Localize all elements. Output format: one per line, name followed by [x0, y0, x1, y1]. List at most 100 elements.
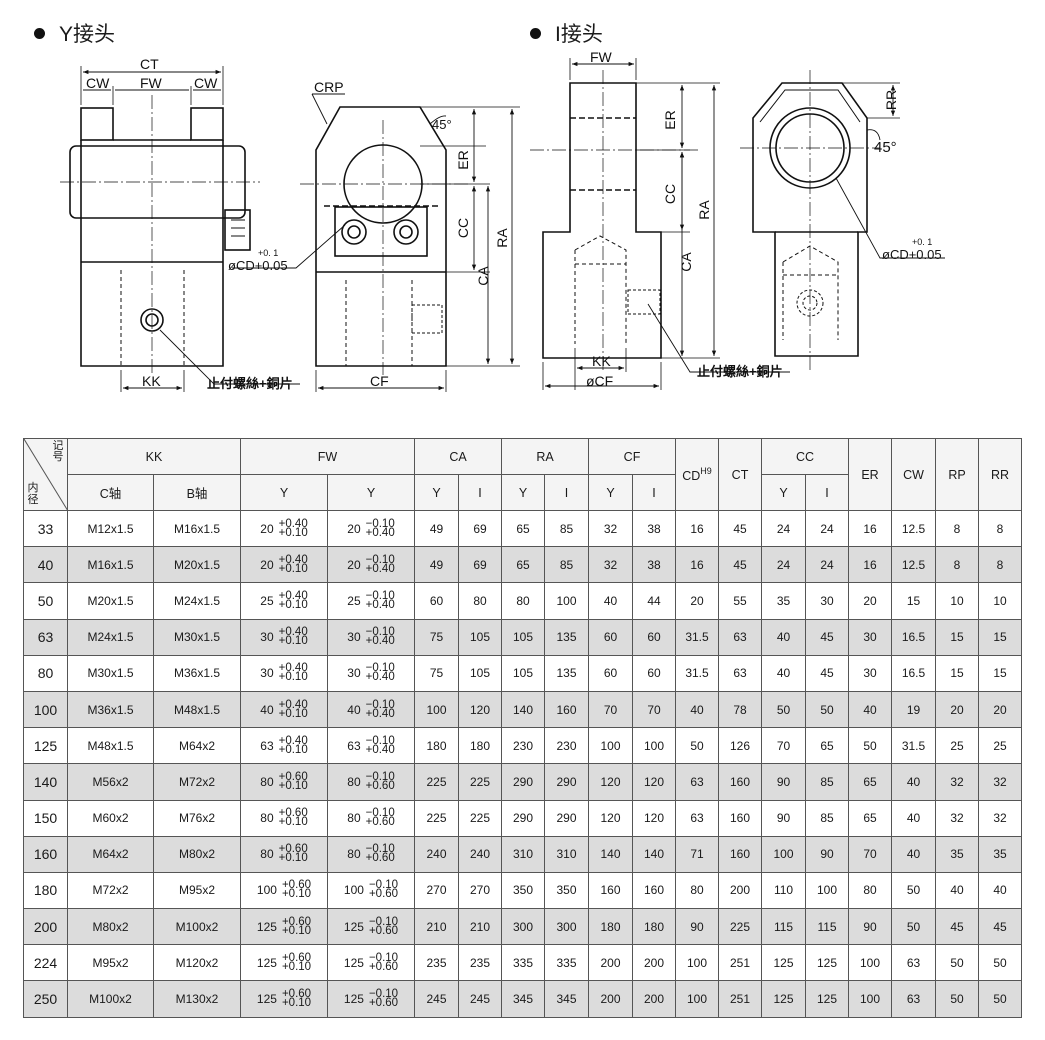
cell-cf-y: 160 [588, 871, 633, 910]
cell-ra-y: 290 [501, 799, 545, 837]
cell-rr: 8 [978, 509, 1023, 548]
cell-ra-i: 230 [544, 727, 589, 765]
cell-ca-i: 210 [458, 908, 502, 946]
upper-tolerance: −0.10 [368, 988, 399, 1001]
cell-ct: 225 [718, 908, 763, 946]
cell-ra-y: 105 [501, 654, 545, 692]
label-ra-i: RA [696, 200, 712, 220]
lower-tolerance: +0.60 [365, 779, 395, 792]
label-cc-i: CC [662, 184, 678, 204]
cell-cf-y: 100 [588, 727, 633, 765]
cell-cf-y: 40 [588, 582, 633, 620]
cell-kk-b: M30x1.5 [153, 618, 241, 656]
cell-fw2-tolerance: 125−0.10+0.60 [327, 980, 415, 1018]
cell-bore: 33 [23, 509, 68, 548]
upper-tolerance: +0.60 [281, 879, 312, 892]
upper-tolerance: −0.10 [365, 553, 395, 566]
cell-cf-i: 60 [631, 654, 677, 692]
cell-rr: 40 [978, 871, 1023, 910]
upper-tolerance: +0.40 [278, 698, 308, 711]
cell-bore: 63 [23, 618, 68, 656]
lower-tolerance: +0.60 [368, 960, 399, 973]
header-cd: CDH9 [675, 438, 720, 511]
cell-rr: 20 [978, 690, 1023, 729]
label-screw-note-y: 止付螺絲+銅片 [207, 376, 293, 391]
header-rr: RR [978, 438, 1023, 511]
cell-cf-i: 38 [631, 509, 677, 548]
cell-cw: 40 [891, 763, 937, 801]
nominal-value: 63 [347, 738, 361, 753]
cell-cf-y: 60 [588, 618, 633, 656]
cell-ct: 55 [718, 582, 763, 620]
cell-cf-y: 60 [588, 654, 633, 692]
cell-fw2-tolerance: 80−0.10+0.60 [327, 799, 415, 837]
cell-cc-i: 24 [805, 509, 850, 548]
table-header-row-1: 记号 内径 KK FW CA RA CF CDH9 CT CC ER CW RP… [23, 438, 1023, 511]
nominal-value: 20 [260, 521, 274, 536]
cell-ra-y: 350 [501, 871, 545, 910]
cell-cc-i: 24 [805, 546, 850, 584]
cell-cc-y: 24 [761, 546, 807, 584]
cell-bore: 40 [23, 546, 68, 584]
corner-header-top: 记号 [52, 440, 64, 463]
y-joint-title: Y接头 [59, 23, 116, 46]
cell-kk-b: M24x1.5 [153, 582, 241, 620]
nominal-value: 30 [260, 630, 274, 645]
cell-kk-b: M95x2 [153, 871, 241, 910]
cell-cc-i: 115 [805, 908, 850, 946]
y-joint-front-view [60, 66, 300, 392]
cell-ca-y: 245 [414, 980, 459, 1018]
cell-cc-i: 85 [805, 799, 850, 837]
cell-ca-i: 80 [458, 582, 502, 620]
nominal-value: 25 [347, 593, 361, 608]
cell-er: 30 [848, 618, 893, 656]
diagonal-line-icon [24, 439, 68, 511]
cell-fw1-tolerance: 125+0.60+0.10 [240, 980, 328, 1018]
cell-ct: 45 [718, 546, 763, 584]
label-rr: RR [883, 90, 899, 110]
cell-bore: 50 [23, 582, 68, 620]
cell-cf-i: 120 [631, 799, 677, 837]
cell-cc-y: 40 [761, 618, 807, 656]
cell-cc-y: 125 [761, 944, 807, 982]
cell-kk-b: M76x2 [153, 799, 241, 837]
cell-ca-y: 49 [414, 546, 459, 584]
i-joint-side-view [740, 70, 945, 372]
cell-cc-i: 45 [805, 618, 850, 656]
cell-cc-y: 110 [761, 871, 807, 910]
nominal-value: 30 [347, 630, 361, 645]
lower-tolerance: +0.60 [368, 888, 399, 901]
label-kk-i: KK [592, 353, 611, 369]
lower-tolerance: +0.10 [281, 888, 312, 901]
cell-kk-c: M30x1.5 [67, 654, 154, 692]
cell-ca-y: 75 [414, 618, 459, 656]
cell-er: 16 [848, 546, 893, 584]
cell-er: 30 [848, 654, 893, 692]
cell-rp: 32 [935, 763, 980, 801]
cell-rp: 50 [935, 980, 980, 1018]
lower-tolerance: +0.40 [365, 707, 395, 720]
cell-kk-c: M95x2 [67, 944, 154, 982]
cell-ra-i: 290 [544, 763, 589, 801]
label-cc-y: CC [455, 218, 471, 238]
label-ct: CT [140, 56, 159, 72]
nominal-value: 125 [343, 919, 364, 934]
nominal-value: 125 [343, 955, 364, 970]
nominal-value: 20 [347, 557, 361, 572]
cell-cw: 16.5 [891, 618, 937, 656]
cell-rp: 35 [935, 835, 980, 873]
cell-fw1-tolerance: 63+0.40+0.10 [240, 727, 328, 765]
cell-bore: 250 [23, 980, 68, 1018]
cell-ct: 63 [718, 618, 763, 656]
cell-cf-i: 38 [631, 546, 677, 584]
cell-cd: 63 [675, 763, 720, 801]
cell-ra-y: 65 [501, 546, 545, 584]
lower-tolerance: +0.40 [365, 743, 395, 756]
cell-fw2-tolerance: 125−0.10+0.60 [327, 944, 415, 982]
subheader-ca-y: Y [414, 474, 459, 511]
cell-cw: 19 [891, 690, 937, 729]
cell-ra-y: 230 [501, 727, 545, 765]
